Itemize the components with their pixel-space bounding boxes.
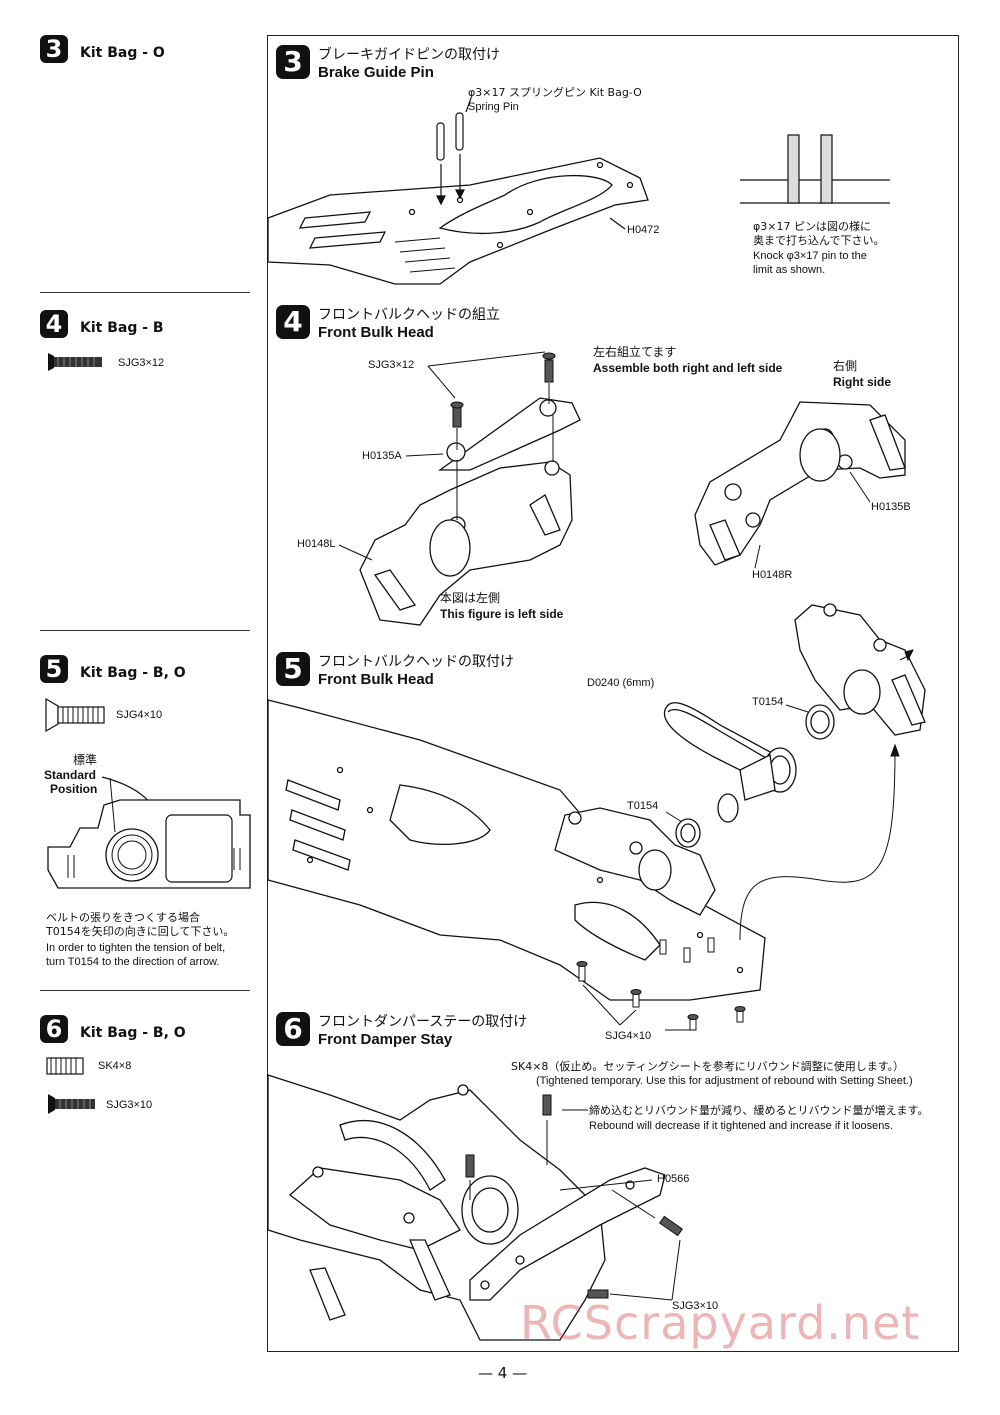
- tension-note-jp-2: T0154を矢印の向きに回して下さい。: [46, 925, 235, 938]
- belt-and-pulley: [663, 702, 835, 848]
- step3-chassis-plate: [267, 157, 649, 285]
- step4-h0148r: H0148R: [752, 569, 793, 581]
- standard-label-jp: 標準: [73, 753, 98, 767]
- step6-h0566: H0566: [657, 1173, 690, 1185]
- step4-right-jp: 右側: [833, 359, 858, 373]
- tension-note-en-2: turn T0154 to the direction of arrow.: [46, 956, 220, 968]
- step4-h0135b: H0135B: [871, 501, 911, 513]
- step6-assembly: [267, 1074, 666, 1341]
- step5-screws: [576, 937, 746, 1031]
- step5-chassis: [267, 699, 766, 1001]
- standard-label-en-1: Standard: [44, 768, 97, 782]
- step4-bulkhead-left: [359, 397, 581, 626]
- standard-label-en-2: Position: [50, 782, 98, 796]
- step-6-number: 6: [276, 1012, 310, 1046]
- step5-exploded-bulkhead: [794, 603, 926, 736]
- step-3-title-en: Brake Guide Pin: [318, 64, 434, 81]
- step6-rebound-jp: 締め込むとリバウンド量が減り、緩めるとリバウンド量が増えます。: [589, 1104, 929, 1117]
- part-sjg4x10: SJG4×10: [116, 709, 163, 721]
- tension-note-en-1: In order to tighten the tension of belt,: [46, 942, 226, 954]
- knock-pin-detail: [740, 134, 890, 204]
- bag-5-number: 5: [40, 655, 68, 683]
- countersunk-screw-icon: [48, 353, 102, 371]
- step-6-title-jp: フロントダンパーステーの取付け: [318, 1014, 528, 1030]
- step-5-title-jp: フロントバルクヘッドの取付け: [318, 654, 514, 670]
- step4-h0135a: H0135A: [362, 450, 402, 462]
- bag-5-title: Kit Bag - B, O: [80, 665, 186, 681]
- sidebar-divider: [40, 292, 250, 293]
- tension-note-jp-1: ベルトの張りをきつくする場合: [46, 911, 200, 924]
- part-sjg3x12: SJG3×12: [118, 357, 165, 369]
- bag-4-title: Kit Bag - B: [80, 320, 164, 336]
- step5-t0154-lower: T0154: [627, 800, 659, 812]
- step6-rebound-en: Rebound will decrease if it tightened an…: [589, 1120, 893, 1132]
- step6-screws: [465, 1094, 684, 1299]
- step-5-number: 5: [276, 652, 310, 686]
- page-number: — 4 —: [478, 1364, 528, 1382]
- step-3-title-jp: ブレーキガイドピンの取付け: [318, 47, 500, 63]
- step3-part-h0472: H0472: [627, 224, 660, 236]
- bag-6-title: Kit Bag - B, O: [80, 1025, 186, 1041]
- step3-pin-label-2: Spring Pin: [468, 101, 519, 113]
- countersunk-screw-icon: [45, 698, 105, 732]
- step3-knock-en-1: Knock φ3×17 pin to the: [753, 250, 867, 262]
- step4-bulkhead-right: [694, 401, 906, 566]
- part-sk4x8: SK4×8: [98, 1060, 132, 1072]
- sidebar-divider: [40, 630, 250, 631]
- step-4-number: 4: [276, 305, 310, 339]
- step-5-title-en: Front Bulk Head: [318, 671, 434, 688]
- bag-6-number: 6: [40, 1015, 68, 1043]
- step6-sk-note-2: (Tightened temporary. Use this for adjus…: [536, 1075, 913, 1087]
- step4-screw-label: SJG3×12: [368, 359, 415, 371]
- set-screw-icon: [46, 1057, 84, 1075]
- step-4-title-en: Front Bulk Head: [318, 324, 434, 341]
- step6-screw-label: SJG3×10: [672, 1300, 719, 1312]
- step4-h0148l: H0148L: [297, 538, 336, 550]
- step5-belt-label: D0240 (6mm): [587, 677, 655, 689]
- watermark: RCScrapyard.net: [520, 1296, 921, 1350]
- sidebar-divider: [40, 990, 250, 991]
- step-6-title-en: Front Damper Stay: [318, 1031, 453, 1048]
- step5-t0154-upper: T0154: [752, 696, 784, 708]
- bag-3-number: 3: [40, 35, 68, 63]
- step5-screw-label: SJG4×10: [605, 1030, 652, 1042]
- bulkhead-side-illustration: [47, 776, 251, 889]
- step4-right-en: Right side: [833, 375, 892, 389]
- step3-pin-label-1: φ3×17 スプリングピン Kit Bag-O: [468, 86, 642, 99]
- step-3-number: 3: [276, 45, 310, 79]
- step4-assemble-en: Assemble both right and left side: [593, 361, 783, 375]
- bag-3-title: Kit Bag - O: [80, 45, 165, 61]
- bag-4-number: 4: [40, 310, 68, 338]
- step3-knock-jp-2: 奥まで打ち込んで下さい。: [753, 234, 885, 247]
- part-sjg3x10: SJG3×10: [106, 1099, 153, 1111]
- step4-assemble-jp: 左右組立てます: [593, 345, 677, 359]
- step4-left-jp: 本図は左側: [440, 591, 501, 605]
- step5-bulkhead-assembly: [554, 807, 716, 916]
- step4-left-en: This figure is left side: [440, 607, 564, 621]
- step3-knock-en-2: limit as shown.: [753, 264, 826, 276]
- countersunk-screw-icon: [48, 1094, 95, 1114]
- spring-pins: [436, 112, 464, 161]
- step-4-title-jp: フロントバルクヘッドの組立: [318, 307, 500, 323]
- instruction-frame: [267, 35, 959, 1352]
- step3-knock-jp-1: φ3×17 ピンは図の様に: [753, 220, 871, 233]
- step6-sk-note-1: SK4×8（仮止め。セッティングシートを参考にリバウンド調整に使用します。）: [511, 1060, 905, 1073]
